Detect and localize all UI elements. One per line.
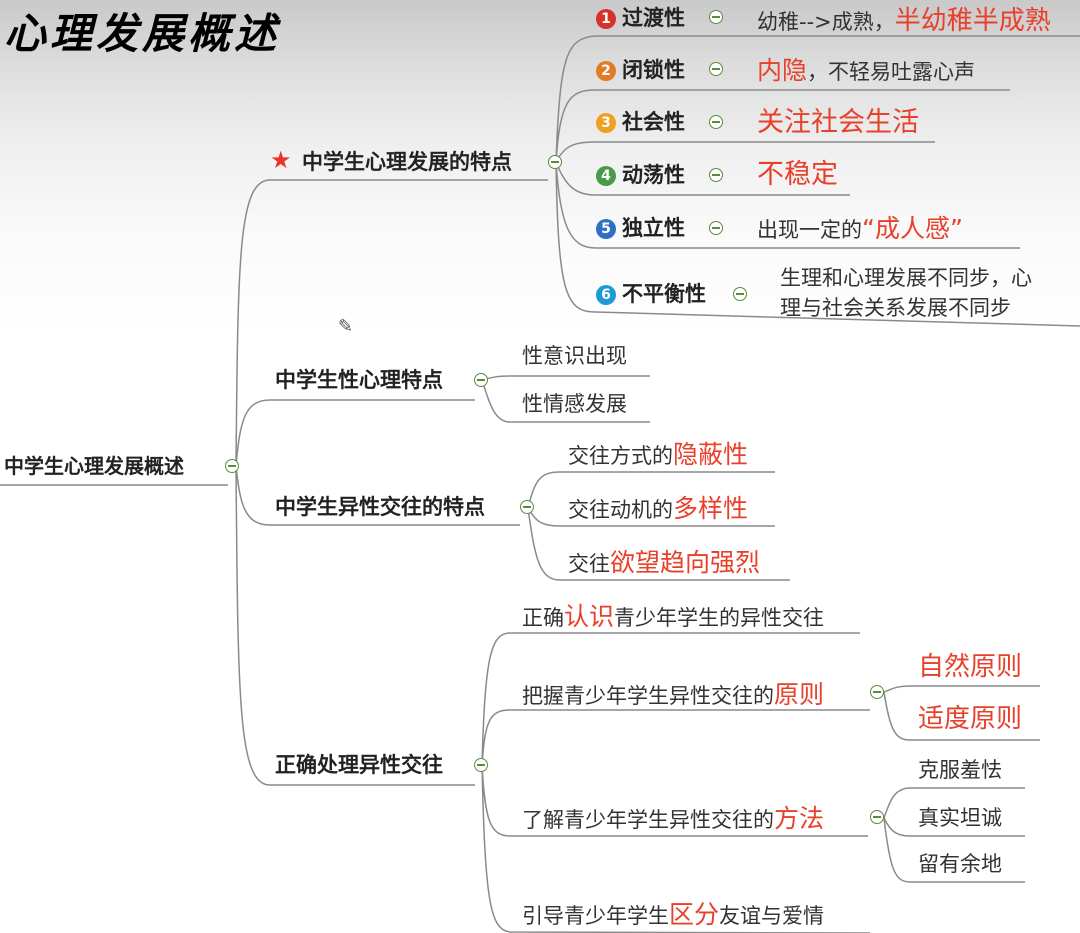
item-text: 把握青少年学生异性交往的 (522, 684, 774, 708)
collapse-icon[interactable] (548, 155, 562, 169)
method-item: 真实坦诚 (918, 806, 1002, 830)
list-item[interactable]: 把握青少年学生异性交往的原则 (522, 682, 824, 707)
feature-desc-text: 幼稚-->成熟， (757, 10, 895, 34)
feature-name: 不平衡性 (622, 282, 706, 306)
item-highlight: 多样性 (673, 494, 749, 523)
collapse-icon[interactable] (709, 62, 723, 76)
branch-opposite-sex-features[interactable]: 中学生异性交往的特点 (275, 495, 485, 519)
collapse-icon[interactable] (709, 168, 723, 182)
method-item: 留有余地 (918, 852, 1002, 876)
item-highlight: 方法 (774, 804, 825, 833)
list-item: 性意识出现 (522, 344, 627, 368)
number-badge-1: 1 (596, 9, 616, 29)
feature-highlight: “成人感” (862, 214, 963, 243)
item-text: 了解青少年学生异性交往的 (522, 808, 774, 832)
feature-name: 独立性 (622, 216, 685, 240)
number-badge-3: 3 (596, 113, 616, 133)
collapse-icon[interactable] (474, 373, 488, 387)
list-item: 交往方式的隐蔽性 (568, 442, 748, 467)
item-highlight: 欲望趋向强烈 (610, 548, 761, 577)
number-badge-2: 2 (596, 61, 616, 81)
item-text: 交往方式的 (568, 444, 673, 468)
feature-desc-text: 出现一定的 (757, 218, 862, 242)
feature-name: 社会性 (622, 110, 685, 134)
feature-sociality[interactable]: 3 社会性 (596, 112, 685, 133)
collapse-icon[interactable] (870, 685, 884, 699)
branch-sex-psych[interactable]: 中学生性心理特点 (275, 368, 443, 392)
feature-name: 闭锁性 (622, 58, 685, 82)
principle-item: 适度原则 (918, 704, 1023, 734)
collapse-icon[interactable] (870, 810, 884, 824)
item-text: 引导青少年学生 (522, 904, 669, 928)
item-text: 交往 (568, 552, 610, 576)
list-item: 交往动机的多样性 (568, 496, 748, 521)
feature-turbulence[interactable]: 4 动荡性 (596, 165, 685, 186)
feature-desc-line1: 生理和心理发展不同步，心 (780, 266, 1032, 290)
feature-independence[interactable]: 5 独立性 (596, 218, 685, 239)
feature-desc: 出现一定的“成人感” (757, 216, 963, 241)
collapse-icon[interactable] (709, 115, 723, 129)
item-highlight: 隐蔽性 (673, 440, 749, 469)
feature-highlight: 半幼稚半成熟 (894, 6, 1051, 36)
item-highlight: 认识 (564, 602, 615, 631)
feature-desc: 内隐，不轻易吐露心声 (757, 58, 975, 83)
feature-imbalance[interactable]: 6 不平衡性 (596, 284, 706, 305)
feature-desc-text: ，不轻易吐露心声 (807, 60, 976, 84)
feature-desc-line2: 理与社会关系发展不同步 (780, 296, 1011, 320)
item-highlight: 原则 (774, 680, 825, 709)
collapse-icon[interactable] (709, 10, 723, 24)
number-badge-6: 6 (596, 285, 616, 305)
branch-handle-relations[interactable]: 正确处理异性交往 (275, 753, 443, 777)
number-badge-4: 4 (596, 166, 616, 186)
root-node[interactable]: 中学生心理发展概述 (4, 454, 184, 478)
method-item: 克服羞怯 (918, 758, 1002, 782)
principle-item: 自然原则 (918, 652, 1023, 682)
list-item: 引导青少年学生区分友谊与爱情 (522, 902, 824, 927)
list-item[interactable]: 了解青少年学生异性交往的方法 (522, 806, 824, 831)
item-text: 友谊与爱情 (719, 904, 825, 928)
collapse-icon[interactable] (520, 500, 534, 514)
item-text: 正确 (522, 606, 564, 630)
star-icon: ★ (270, 146, 292, 174)
list-item: 正确认识青少年学生的异性交往 (522, 604, 824, 629)
feature-name: 动荡性 (622, 163, 685, 187)
number-badge-5: 5 (596, 219, 616, 239)
pencil-cursor-icon: ✎ (338, 316, 354, 337)
feature-highlight: 内隐 (757, 56, 808, 85)
page-title: 心理发展概述 (4, 9, 281, 58)
collapse-icon[interactable] (709, 221, 723, 235)
list-item: 交往欲望趋向强烈 (568, 550, 760, 575)
item-text: 青少年学生的异性交往 (614, 606, 825, 630)
collapse-icon[interactable] (225, 459, 239, 473)
branch-psych-features[interactable]: 中学生心理发展的特点 (302, 150, 512, 174)
feature-transition[interactable]: 1 过渡性 (596, 8, 685, 29)
feature-highlight: 不稳定 (757, 159, 838, 190)
collapse-icon[interactable] (474, 758, 488, 772)
item-text: 交往动机的 (568, 498, 673, 522)
list-item: 性情感发展 (522, 392, 627, 416)
feature-closedness[interactable]: 2 闭锁性 (596, 60, 685, 81)
feature-desc: 幼稚-->成熟，半幼稚半成熟 (757, 8, 1051, 34)
item-highlight: 区分 (669, 900, 720, 929)
collapse-icon[interactable] (733, 287, 747, 301)
feature-highlight: 关注社会生活 (757, 107, 919, 138)
feature-name: 过渡性 (622, 6, 685, 30)
